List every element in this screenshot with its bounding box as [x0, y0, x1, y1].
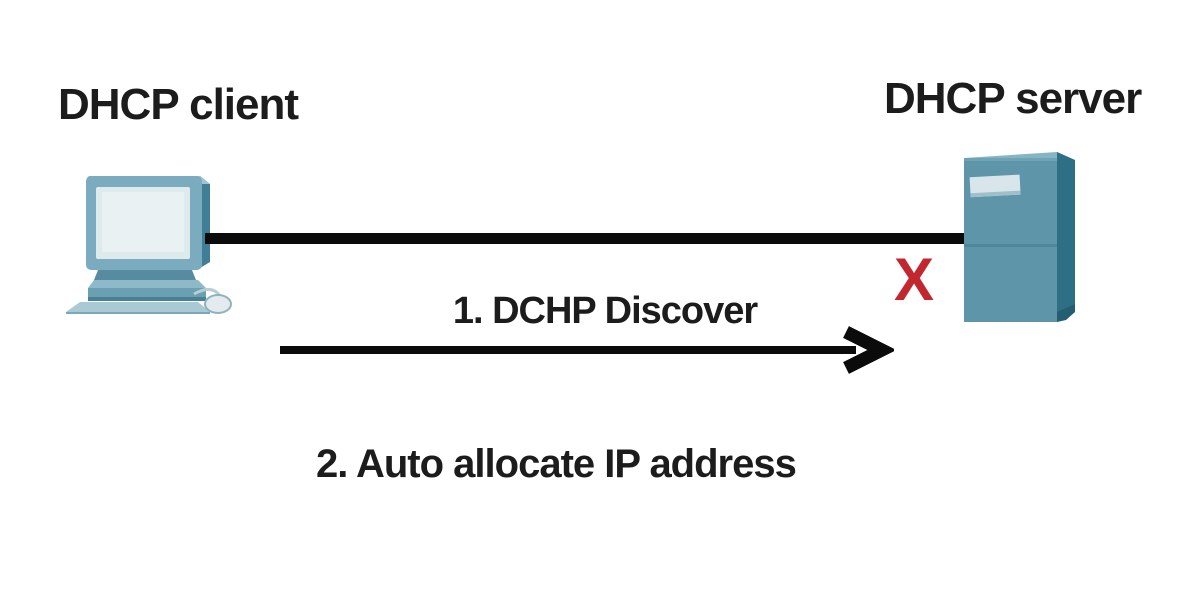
arrow-head [843, 326, 894, 374]
network-link-line [205, 233, 969, 244]
pc-base-shape [88, 280, 206, 301]
client-pc-icon [66, 176, 232, 314]
server-icon [964, 152, 1075, 322]
discover-arrow [280, 326, 894, 374]
dhcp-server-label: DHCP server [884, 74, 1142, 123]
monitor-shape [86, 176, 210, 280]
message-2-label: 2. Auto allocate IP address [316, 442, 797, 486]
server-drive-bay [969, 174, 1021, 198]
dhcp-client-label: DHCP client [58, 80, 299, 129]
keyboard-shape [66, 302, 210, 314]
arrow-shaft [280, 346, 856, 354]
mouse-shape [193, 288, 232, 314]
blocked-x-marker: X [894, 246, 935, 313]
message-1-label: 1. DCHP Discover [452, 290, 758, 332]
server-side-face [1057, 152, 1075, 322]
